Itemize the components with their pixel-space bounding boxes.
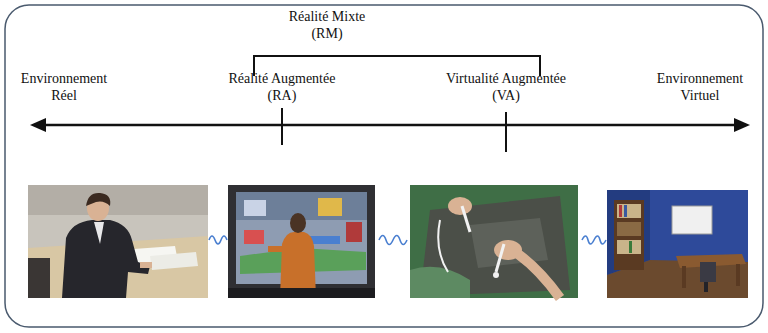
augmented-virtuality-photo-part [410, 267, 470, 298]
real-environment-photo-part [94, 222, 104, 244]
virtual-environment-photo-part [617, 240, 641, 254]
augmented-reality-photo-part [228, 288, 375, 298]
virtual-environment-photo-part [682, 266, 686, 288]
continuum-arrow-part [734, 118, 750, 132]
virtual-environment-photo-part [617, 204, 641, 218]
virtual-environment-photo-part [607, 190, 748, 298]
virtual-environment-photo-part [624, 205, 627, 217]
augmented-virtuality-photo-part [448, 197, 472, 215]
continuum-label: Environnement Virtuel [645, 70, 755, 104]
virtual-environment-photo-part [700, 262, 716, 282]
augmented-reality-photo-part [244, 230, 264, 244]
continuum-label: Virtualité Augmentée (VA) [432, 70, 580, 104]
virtual-environment-photo-part [736, 264, 740, 286]
frame-part [5, 5, 763, 327]
real-environment-photo [28, 185, 208, 298]
wave-separators-part [209, 236, 227, 244]
augmented-virtuality-photo-part [496, 244, 504, 272]
virtual-environment-photo-part [672, 206, 712, 234]
real-environment-photo-part [28, 258, 50, 298]
tick-marks-part [505, 112, 507, 152]
frame [5, 5, 763, 327]
real-environment-photo-part [150, 252, 198, 270]
real-environment-photo-part [140, 262, 152, 268]
augmented-virtuality-photo-part [438, 220, 448, 272]
wave-separators-part [582, 236, 606, 244]
wave-separators-part [379, 236, 407, 245]
augmented-virtuality-photo-part [493, 272, 499, 278]
virtual-environment-photo-part [629, 241, 632, 253]
augmented-reality-photo-part [346, 222, 362, 242]
augmented-virtuality-photo [410, 185, 578, 298]
augmented-reality-photo-part [318, 198, 342, 216]
continuum-arrow-part [44, 124, 736, 127]
augmented-virtuality-photo-part [470, 218, 548, 268]
group-label: Réalité Mixte (RM) [281, 8, 373, 42]
wave-separators [209, 236, 606, 245]
virtual-environment-photo-part [607, 190, 650, 275]
virtual-environment-photo-part [619, 205, 622, 217]
virtual-environment-photo [607, 190, 748, 298]
augmented-virtuality-photo-part [462, 206, 470, 232]
augmented-reality-photo-part [268, 246, 284, 252]
real-environment-photo-part [28, 185, 208, 215]
continuum-label: Réalité Augmentée (RA) [220, 70, 344, 104]
augmented-reality-photo-part [244, 200, 266, 216]
augmented-reality-photo-part [228, 185, 375, 298]
augmented-virtuality-photo-part [410, 185, 578, 298]
real-environment-photo-part [86, 193, 110, 206]
augmented-reality-photo [228, 185, 375, 298]
real-environment-photo-part [62, 220, 150, 298]
tick-marks-part [281, 108, 283, 145]
virtual-environment-photo-part [704, 282, 708, 292]
continuum-label: Environnement Réel [13, 70, 115, 104]
tick-marks [282, 108, 506, 152]
real-environment-photo-part [28, 185, 208, 298]
virtual-environment-photo-part [614, 200, 644, 270]
continuum-arrow-part [30, 118, 46, 132]
continuum-arrow [30, 118, 750, 132]
augmented-reality-photo-part [310, 236, 340, 244]
virtual-environment-photo-part [617, 222, 641, 236]
augmented-reality-photo-part [290, 213, 306, 233]
augmented-virtuality-photo-part [518, 254, 560, 298]
